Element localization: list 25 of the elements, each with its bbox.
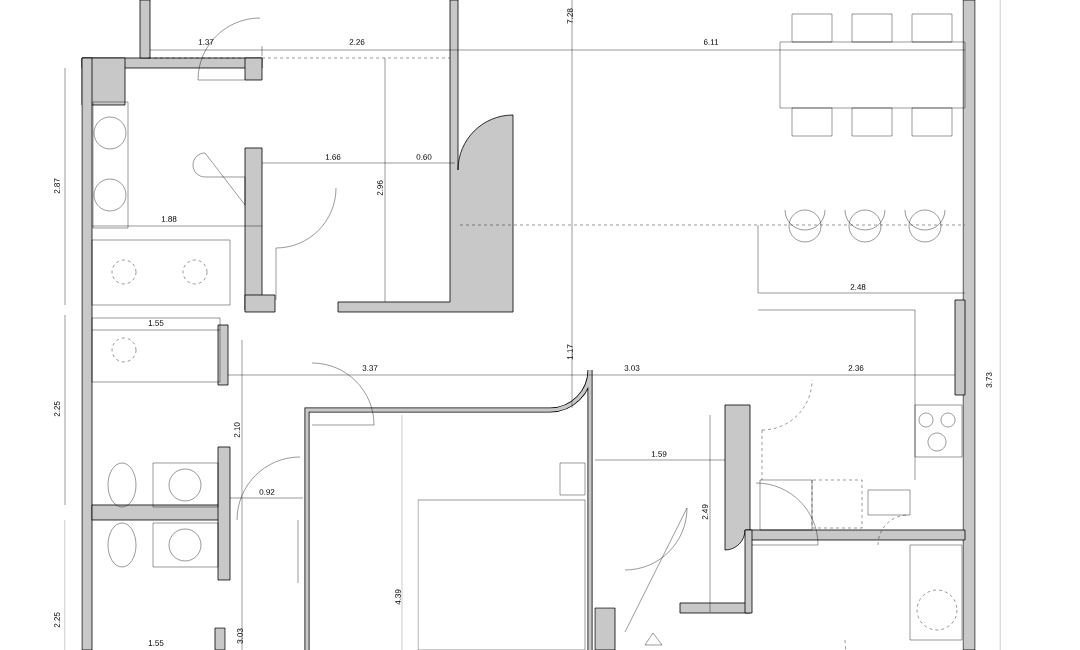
dimension-label: 2.10 (234, 422, 240, 438)
dimension-label: 3.03 (624, 365, 640, 371)
dimension-label: 1.37 (198, 39, 214, 45)
dimension-label: 3.37 (362, 365, 378, 371)
dimension-label: 2.96 (377, 180, 383, 196)
dimension-label: 1.88 (161, 216, 177, 222)
dimension-label: 0.60 (416, 154, 432, 160)
dimension-label: 3.73 (986, 372, 992, 388)
dimension-label: 6.11 (703, 39, 719, 45)
dimension-label: 1.59 (651, 451, 667, 457)
dimension-label: 1.66 (325, 154, 341, 160)
dimension-label: 2.48 (850, 284, 866, 290)
dimension-label: 2.87 (54, 178, 60, 194)
dimension-label: 4.39 (395, 589, 401, 605)
dimension-label: 7.28 (567, 8, 573, 24)
dimension-label: 0.92 (259, 489, 275, 495)
dimension-label: 2.49 (702, 504, 708, 520)
dimension-label: 1.17 (567, 344, 573, 360)
dimension-label: 2.36 (848, 365, 864, 371)
dimension-label: 1.55 (148, 320, 164, 326)
dimension-label: 2.25 (54, 401, 60, 417)
dimension-label: 3.03 (237, 628, 243, 644)
dimension-label: 2.25 (54, 612, 60, 628)
dimension-label: 1.55 (148, 640, 164, 646)
dimension-label: 2.26 (349, 39, 365, 45)
